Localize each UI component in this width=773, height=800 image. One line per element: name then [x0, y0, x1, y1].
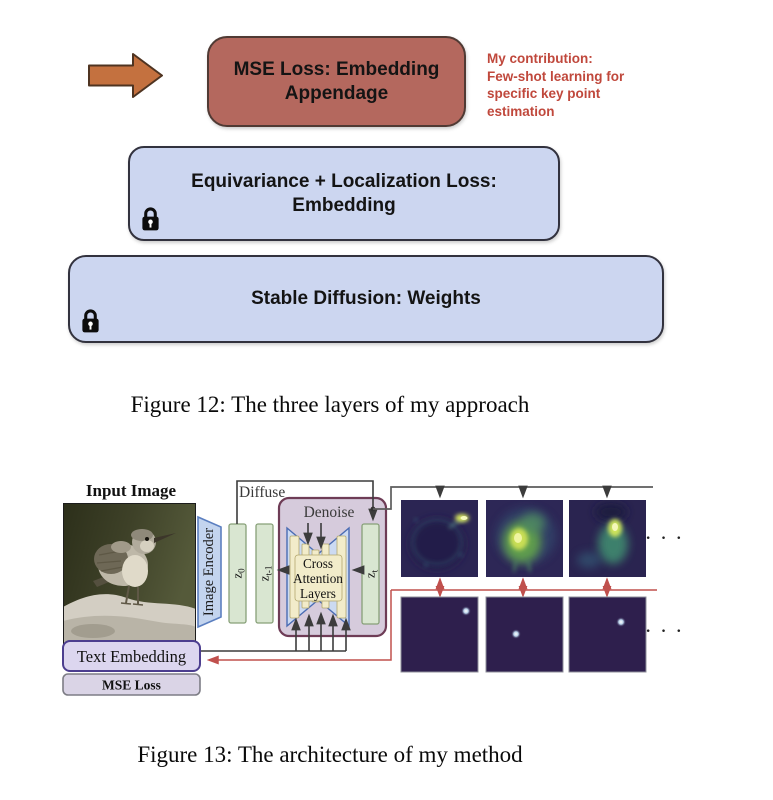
zt1-bar — [255, 523, 274, 624]
figure-13-diagram: Input Image Image Encoder Denoise — [62, 480, 684, 696]
right-arrow-icon — [88, 53, 163, 98]
mse-loss-box — [62, 673, 201, 696]
attention-map-2 — [486, 500, 563, 577]
image-encoder-box — [197, 515, 222, 629]
input-image-label: Input Image — [86, 481, 177, 500]
mse-appendage-box: MSE Loss: Embedding Appendage — [207, 36, 466, 127]
stable-diffusion-box: Stable Diffusion: Weights — [68, 255, 664, 343]
figure-12-diagram: MSE Loss: Embedding Appendage My contrib… — [68, 36, 664, 417]
cross-attention-line3: Layers — [300, 586, 336, 601]
keypoint-dot — [461, 606, 471, 616]
zt1-label: zt-1 — [257, 566, 274, 582]
keypoint-map-2 — [485, 596, 564, 673]
bird-photo — [63, 503, 196, 645]
figure12-caption: Figure 12: The three layers of my approa… — [130, 392, 530, 417]
equivariance-label: Equivariance + Localization Loss: Embedd… — [191, 170, 497, 216]
ellipsis-top: · · · — [645, 530, 684, 547]
equivariance-box: Equivariance + Localization Loss: Embedd… — [128, 146, 560, 241]
mse-appendage-label: MSE Loss: Embedding Appendage — [233, 58, 440, 104]
red-loss-path — [206, 590, 392, 665]
keypoint-dot — [511, 629, 521, 639]
text-embedding-label: Text Embedding — [77, 647, 186, 666]
contribution-annotation: My contribution: Few-shot learning for s… — [487, 51, 625, 119]
keypoint-map-3 — [568, 596, 647, 673]
text-embedding-box — [62, 640, 201, 672]
attention-map-1 — [401, 500, 478, 577]
diffuse-label: Diffuse — [239, 484, 285, 501]
keypoint-dot — [616, 617, 626, 627]
z0-label: z0 — [230, 568, 247, 579]
lock-icon — [142, 207, 159, 231]
diffuse-path — [236, 480, 378, 524]
keypoint-map-1 — [400, 596, 479, 673]
lock-icon — [82, 309, 99, 333]
cross-attention-line2: Attention — [293, 571, 343, 586]
denoise-label: Denoise — [304, 504, 355, 521]
figure13-caption: Figure 13: The architecture of my method — [137, 742, 523, 767]
latent-bars — [228, 523, 380, 625]
cross-attention-line1: Cross — [303, 556, 333, 571]
stable-diffusion-label: Stable Diffusion: Weights — [251, 288, 481, 310]
attention-map-3 — [569, 500, 646, 577]
image-encoder-label: Image Encoder — [201, 528, 217, 616]
mse-loss-label: MSE Loss — [102, 678, 161, 693]
ellipsis-bottom: · · · — [645, 623, 684, 640]
zt-label: zt — [363, 569, 380, 578]
